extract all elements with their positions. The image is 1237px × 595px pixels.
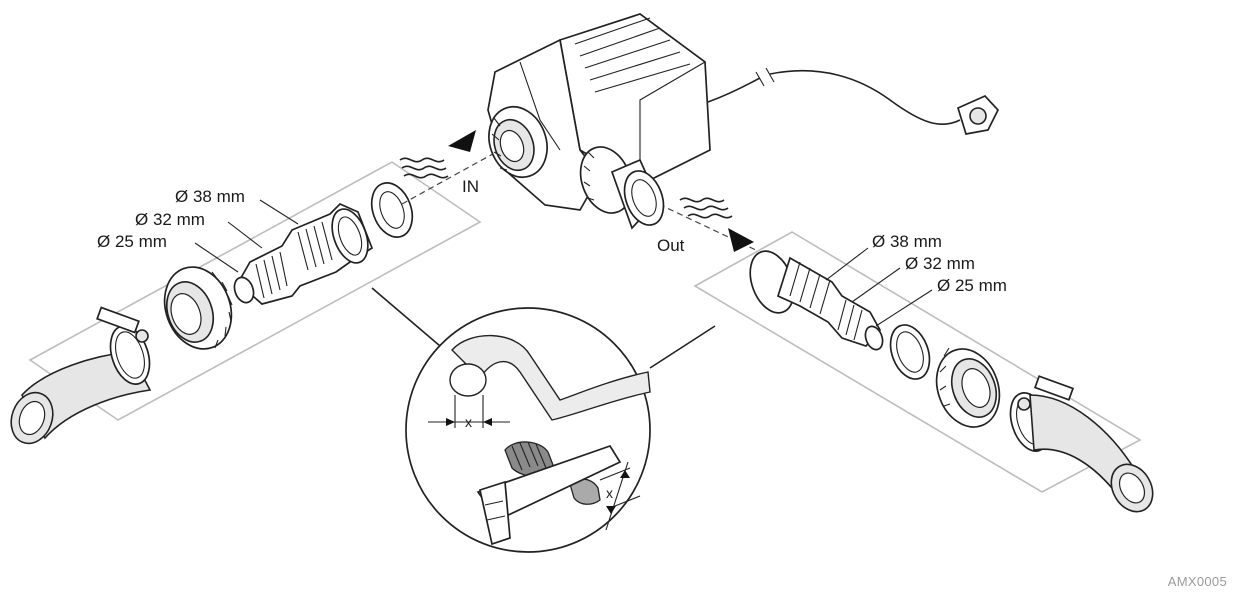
outlet-hose	[1029, 394, 1154, 513]
inlet-flow-arrow	[399, 130, 476, 179]
pump-unit	[487, 13, 711, 230]
outlet-stepped-hose-adapter	[749, 250, 884, 351]
outlet-label: Out	[657, 236, 685, 255]
right-size-label-38: Ø 38 mm	[872, 232, 942, 251]
left-size-label-38: Ø 38 mm	[175, 187, 245, 206]
inlet-union-nut	[163, 266, 233, 350]
inlet-sealing-ring	[370, 182, 414, 238]
inlet-hose	[10, 351, 152, 445]
right-size-label-25: Ø 25 mm	[937, 276, 1007, 295]
right-size-label-32: Ø 32 mm	[905, 254, 975, 273]
outlet-flow-arrow	[679, 197, 754, 252]
figure-code: AMX0005	[1167, 574, 1227, 589]
detail-dimension-label-top: x	[465, 414, 472, 430]
inlet-axis-line	[401, 149, 501, 205]
power-cable	[707, 67, 1000, 135]
inlet-stepped-hose-adapter	[233, 202, 374, 305]
outlet-assembly	[693, 231, 1154, 513]
cutting-detail-callout	[371, 287, 716, 553]
left-size-label-25: Ø 25 mm	[97, 232, 167, 251]
outlet-sealing-ring	[889, 324, 931, 380]
outlet-union-nut	[935, 347, 1001, 428]
left-size-label-32: Ø 32 mm	[135, 210, 205, 229]
detail-magnifier-circle	[405, 307, 651, 553]
detail-dimension-label-bottom: x	[606, 485, 613, 501]
inlet-label: IN	[462, 177, 479, 196]
inlet-hose-clamp	[96, 306, 151, 385]
inlet-assembly	[10, 161, 482, 445]
